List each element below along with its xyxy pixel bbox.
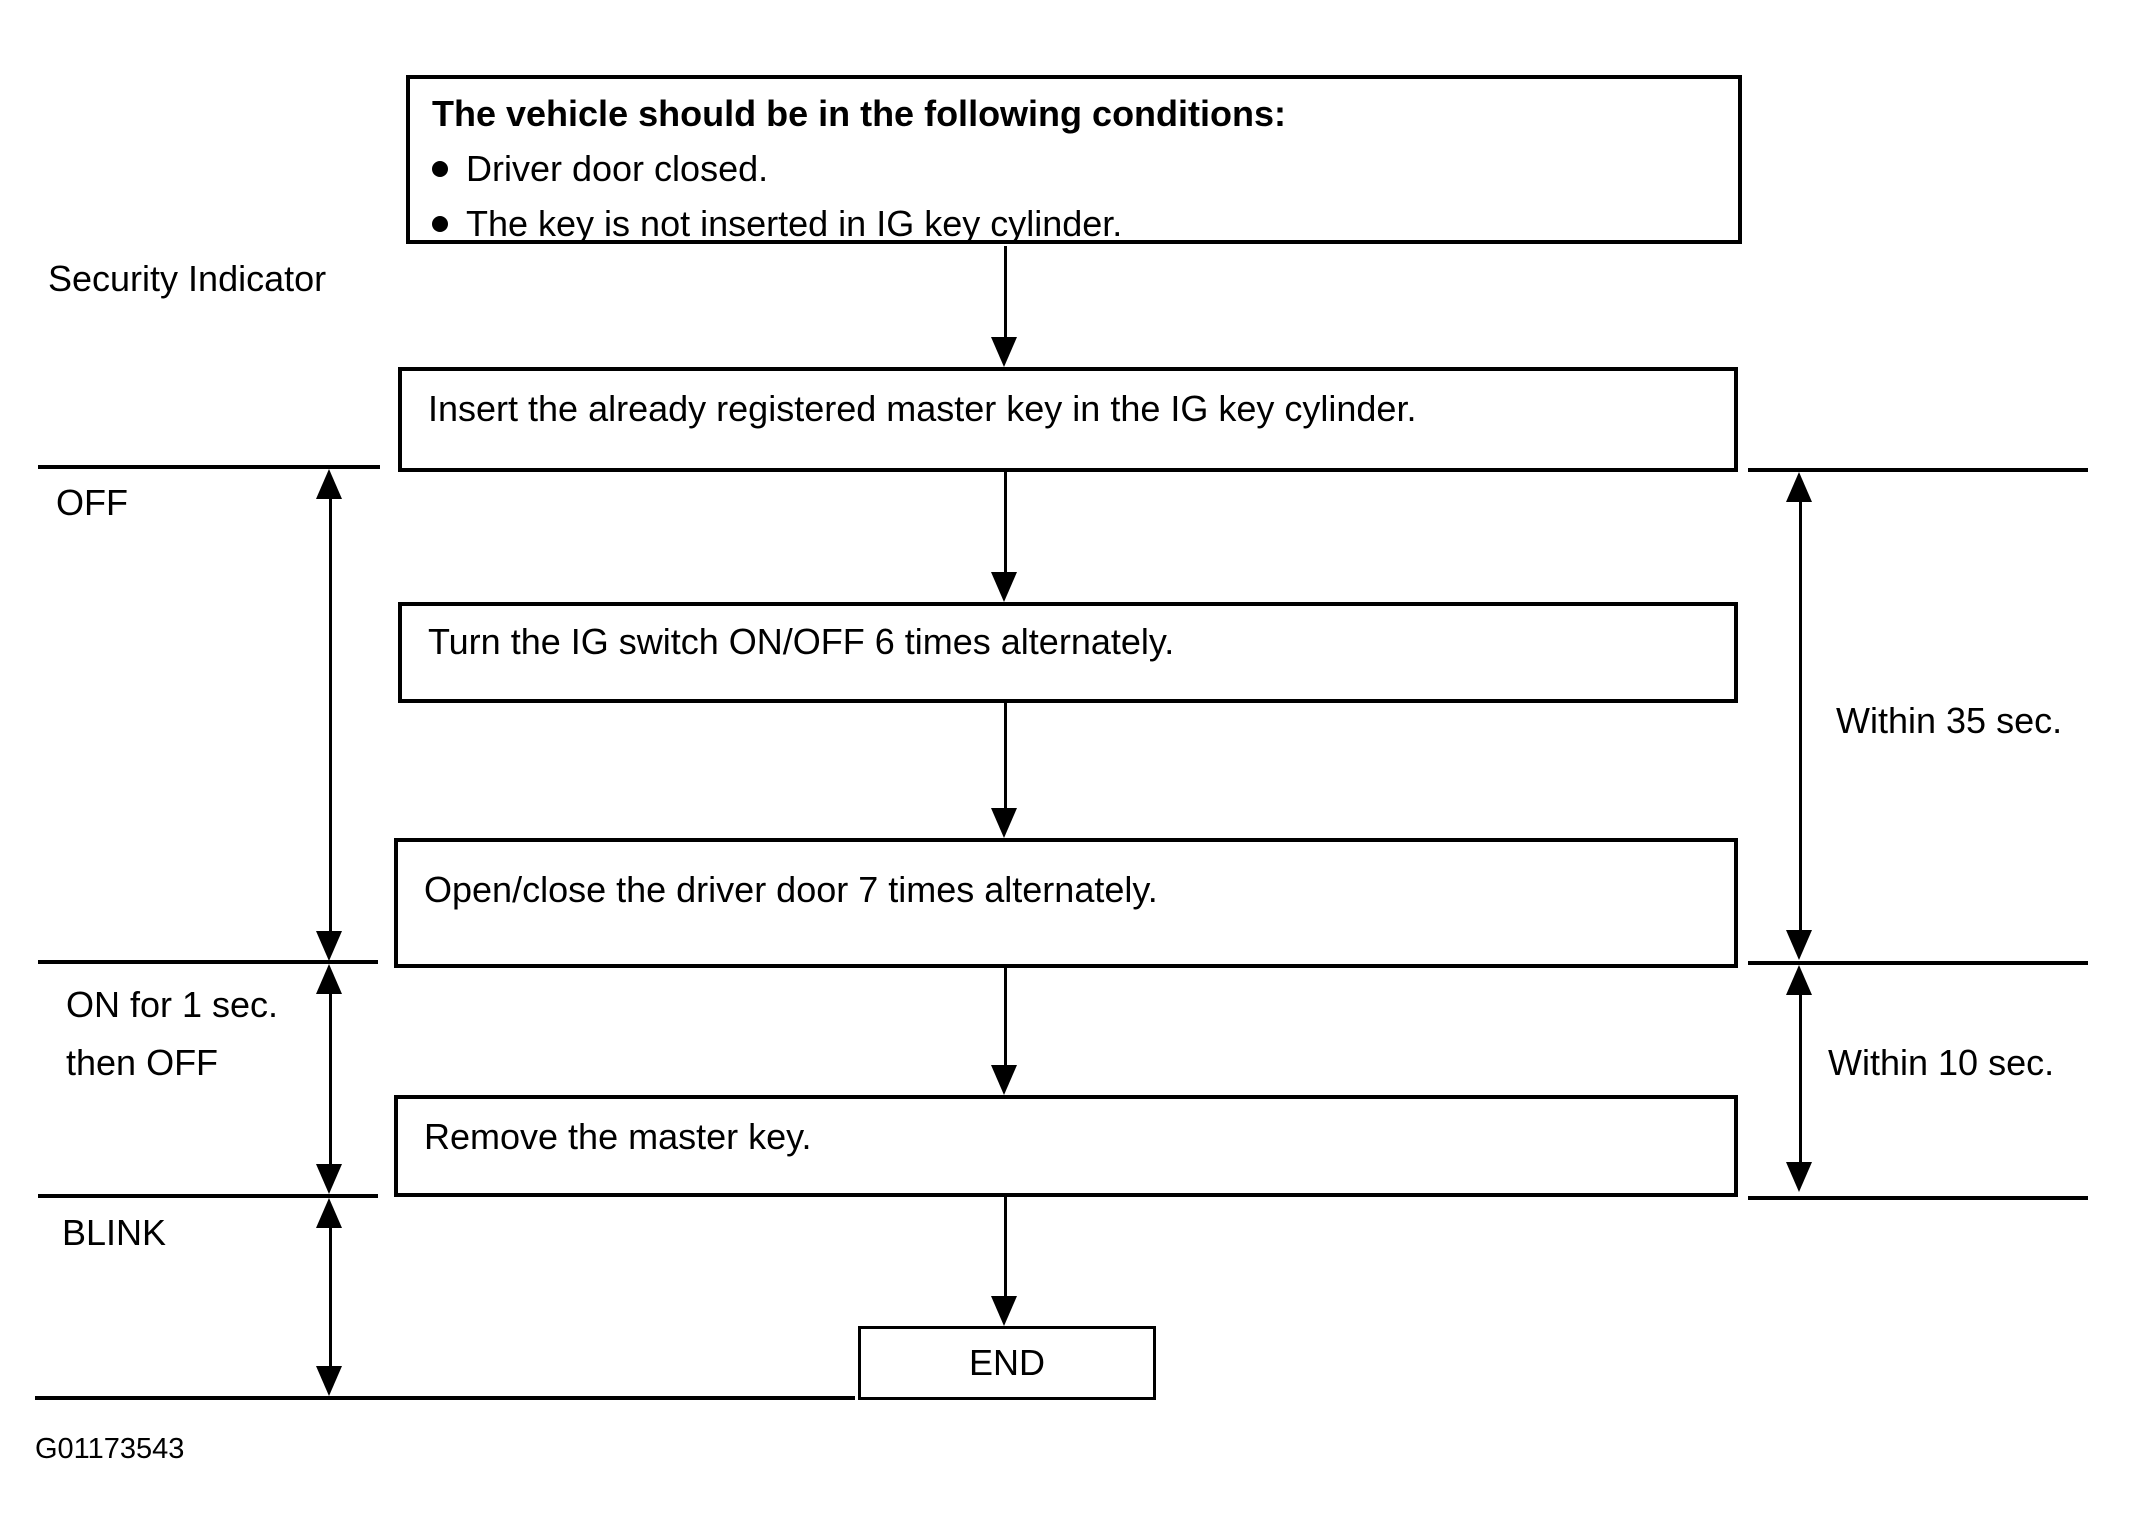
step-text: Insert the already registered master key… [428,388,1417,429]
step-box-insert-key: Insert the already registered master key… [398,367,1738,472]
bullet-icon [432,215,448,232]
flow-arrow-line [1004,703,1007,809]
dimension-line [1799,500,1802,932]
arrow-down-icon [991,572,1017,602]
indicator-state-off: OFF [56,482,128,523]
arrow-up-icon [1786,965,1812,995]
step-box-ig-switch: Turn the IG switch ON/OFF 6 times altern… [398,602,1738,703]
end-box: END [858,1326,1156,1400]
dimension-line [1799,993,1802,1164]
arrow-down-icon [991,1296,1017,1326]
step-text: Open/close the driver door 7 times alter… [424,869,1158,910]
arrow-down-icon [1786,1162,1812,1192]
arrow-up-icon [1786,472,1812,502]
timing-rule-bottom [1748,1196,2088,1200]
flow-arrow-line [1004,472,1007,573]
indicator-state-on: ON for 1 sec. then OFF [66,976,278,1092]
flow-arrow-line [1004,246,1007,338]
indicator-state-blink: BLINK [62,1212,167,1253]
arrow-up-icon [316,964,342,994]
flow-arrow-line [1004,1197,1007,1297]
step-box-driver-door: Open/close the driver door 7 times alter… [394,838,1738,968]
arrow-down-icon [991,808,1017,838]
condition-item: The key is not inserted in IG key cylind… [432,196,1718,251]
indicator-rule-off [38,465,380,469]
step-box-remove-key: Remove the master key. [394,1095,1738,1197]
dimension-line [329,992,332,1166]
indicator-state-on-line2: then OFF [66,1042,219,1083]
arrow-up-icon [316,1198,342,1228]
timing-rule-top [1748,468,2088,472]
step-text: Turn the IG switch ON/OFF 6 times altern… [428,621,1175,662]
arrow-down-icon [316,931,342,961]
figure-id: G01173543 [35,1433,185,1465]
arrow-up-icon [316,469,342,499]
timing-label-10sec: Within 10 sec. [1828,1042,2055,1083]
dimension-line [329,497,332,933]
bullet-icon [432,160,448,177]
indicator-rule-bottom [35,1396,855,1400]
timing-label-35sec: Within 35 sec. [1836,700,2063,741]
indicator-state-on-line1: ON for 1 sec. [66,984,279,1025]
end-label: END [968,1342,1045,1383]
conditions-box: The vehicle should be in the following c… [406,75,1742,244]
dimension-line [329,1226,332,1368]
arrow-down-icon [1786,930,1812,960]
condition-item: Driver door closed. [432,141,1718,196]
condition-text: The key is not inserted in IG key cylind… [466,202,1123,244]
indicator-rule-blink [38,1194,378,1198]
arrow-down-icon [991,1065,1017,1095]
arrow-down-icon [316,1164,342,1194]
arrow-down-icon [991,337,1017,367]
step-text: Remove the master key. [424,1116,812,1157]
timing-rule-mid [1748,961,2088,965]
arrow-down-icon [316,1366,342,1396]
condition-text: Driver door closed. [466,147,769,189]
conditions-title: The vehicle should be in the following c… [432,93,1287,134]
indicator-rule-on [38,960,378,964]
flow-arrow-line [1004,968,1007,1066]
security-indicator-label: Security Indicator [48,258,327,299]
